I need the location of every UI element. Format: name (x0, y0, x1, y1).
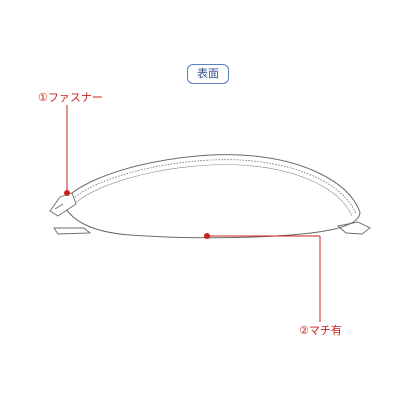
pouch-top-outline (61, 154, 361, 213)
zipper-marker-dot (64, 190, 70, 196)
right-tab-outline (337, 221, 371, 235)
left-tab-outline (53, 227, 92, 235)
zipper-stitch-line (65, 159, 357, 215)
pouch-bottom-outline (61, 201, 361, 239)
zipper-tape-line (69, 164, 353, 217)
zipper-callout-label: ①ファスナー (38, 91, 103, 104)
view-label-badge: 表面 (187, 64, 229, 84)
gusset-callout-label: ②マチ有 (299, 324, 342, 337)
zipper-pull-hole (54, 203, 64, 210)
zipper-pull-icon (49, 192, 77, 217)
